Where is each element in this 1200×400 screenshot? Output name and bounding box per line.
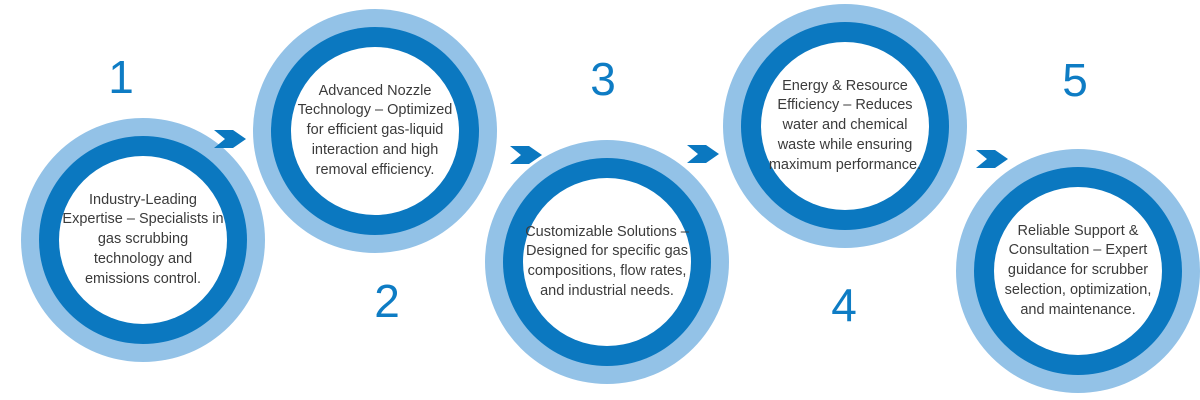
step-4-number: 4 <box>831 279 857 331</box>
step-4-inner: Energy & Resource Efficiency – Reduces w… <box>761 42 929 210</box>
step-5-ring: Reliable Support & Consultation – Expert… <box>974 167 1182 375</box>
step-2-number: 2 <box>374 275 400 327</box>
step-2-text: Advanced Nozzle Technology – Optimized f… <box>297 82 453 178</box>
step-4-text: Energy & Resource Efficiency – Reduces w… <box>768 77 922 173</box>
step-1-text: Industry-Leading Expertise – Specialists… <box>62 191 224 287</box>
step-2-inner: Advanced Nozzle Technology – Optimized f… <box>291 47 459 215</box>
step-3-inner: Customizable Solutions – Designed for sp… <box>523 178 691 346</box>
step-5-circle: Reliable Support & Consultation – Expert… <box>956 149 1200 393</box>
step-3-text: Customizable Solutions – Designed for sp… <box>525 223 689 299</box>
step-4-circle: Energy & Resource Efficiency – Reduces w… <box>723 4 967 248</box>
step-3-ring: Customizable Solutions – Designed for sp… <box>503 158 711 366</box>
step-1-inner: Industry-Leading Expertise – Specialists… <box>59 156 227 324</box>
step-1-circle: Industry-Leading Expertise – Specialists… <box>21 118 265 362</box>
chevron-right-arrow-icon-3 <box>687 145 719 163</box>
step-2-ring: Advanced Nozzle Technology – Optimized f… <box>271 27 479 235</box>
step-2-circle: Advanced Nozzle Technology – Optimized f… <box>253 9 497 253</box>
step-5-inner: Reliable Support & Consultation – Expert… <box>994 187 1162 355</box>
step-3-number: 3 <box>590 53 616 105</box>
step-5-text: Reliable Support & Consultation – Expert… <box>1004 222 1152 318</box>
step-1-number: 1 <box>108 51 134 103</box>
step-4-ring: Energy & Resource Efficiency – Reduces w… <box>741 22 949 230</box>
chevron-right-arrow-icon-4 <box>976 150 1008 168</box>
step-1-ring: Industry-Leading Expertise – Specialists… <box>39 136 247 344</box>
chevron-right-arrow-icon-1 <box>214 130 246 148</box>
step-3-circle: Customizable Solutions – Designed for sp… <box>485 140 729 384</box>
chevron-right-arrow-icon-2 <box>510 146 542 164</box>
step-5-number: 5 <box>1062 54 1088 106</box>
